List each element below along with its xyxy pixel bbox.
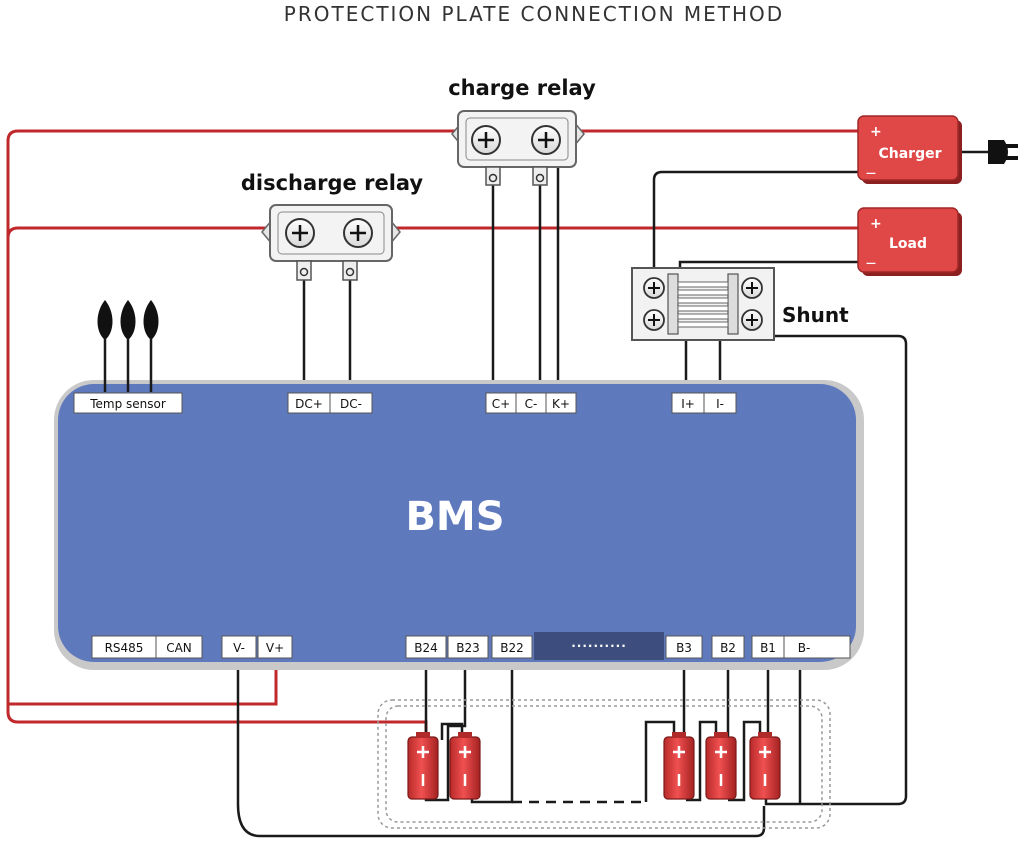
bms-top-pins: Temp sensor DC+ DC- C+ C- K+ I+ I-: [73, 392, 737, 414]
temp-sensor-probe: [143, 300, 159, 392]
v-minus-pin-box: [221, 635, 257, 659]
battery-cell: [749, 732, 781, 800]
temp-sensors: [97, 300, 159, 392]
c-plus-pin: C+: [492, 397, 510, 411]
temp-sensor-probe: [120, 300, 136, 392]
charger-minus-sign: —: [866, 168, 876, 179]
b3-pin-box: [665, 635, 703, 659]
temp-sensor-pin: Temp sensor: [89, 397, 166, 411]
dc-plus-pin: DC+: [295, 397, 323, 411]
load: + Load —: [857, 207, 962, 276]
b-minus-pin-box: [783, 635, 851, 659]
dots-pin-box: [534, 632, 664, 660]
i-plus-pin: I+: [681, 397, 695, 411]
power-plug-icon: [988, 140, 1018, 164]
battery-pack-outline-outer: [377, 699, 831, 829]
shunt-terminal: [643, 309, 665, 331]
b3-pin: B3: [676, 641, 692, 655]
battery-cell: [705, 732, 737, 800]
bms-bottom-pins: RS485 CAN V- V+ B24 B23 B22 ·········· B…: [91, 632, 851, 660]
dc-minus-pin-box: [329, 392, 373, 414]
b22-pin-box: [491, 635, 533, 659]
charger-label: Charger: [878, 146, 941, 162]
red-wires: [6, 129, 862, 740]
discharge-left-wire: [6, 226, 276, 239]
charge-positive-wire: [6, 129, 462, 740]
bms-label: BMS: [405, 494, 504, 540]
load-minus-sign: —: [866, 258, 876, 269]
diagram-title: PROTECTION PLATE CONNECTION METHOD: [284, 2, 784, 26]
series-link-4: [728, 720, 762, 802]
b22-pin: B22: [500, 641, 524, 655]
b24-pin: B24: [414, 641, 438, 655]
can-pin: CAN: [166, 641, 192, 655]
i-minus-pin-box: [703, 392, 737, 414]
shunt-label: Shunt: [782, 303, 849, 327]
battery-cells: [407, 732, 781, 800]
charger-negative-wire: [652, 170, 862, 285]
i-minus-pin: I-: [716, 397, 724, 411]
charge-relay-label: charge relay: [448, 76, 596, 100]
charge-relay: charge relay: [448, 76, 596, 186]
series-link-2: [644, 720, 676, 802]
load-plus-sign: +: [870, 216, 882, 232]
load-body: [857, 207, 959, 273]
shunt-resistor-bars: [677, 281, 729, 328]
load-label: Load: [889, 236, 927, 252]
battery-cell: [449, 732, 481, 800]
battery-pack-outline-inner: [385, 705, 823, 823]
can-pin-box: [155, 635, 203, 659]
discharge-relay-label: discharge relay: [241, 171, 424, 195]
k-plus-pin: K+: [552, 397, 570, 411]
rs485-pin: RS485: [105, 641, 144, 655]
charge-relay-terminal-right: [531, 125, 561, 155]
charger: + Charger —: [857, 115, 962, 184]
charger-body: [857, 115, 959, 181]
c-minus-pin: C-: [525, 397, 538, 411]
dc-minus-pin: DC-: [340, 397, 362, 411]
shunt-to-battery-negative-wire: [764, 334, 908, 806]
v-plus-pin: V+: [266, 641, 284, 655]
bms-board-body: [58, 384, 856, 662]
series-link-3: [686, 720, 718, 802]
v-plus-pin-box: [257, 635, 293, 659]
b23-pin: B23: [456, 641, 480, 655]
discharge-relay: discharge relay: [241, 171, 424, 281]
temp-sensor-pin-box: [73, 392, 183, 414]
b23-pin-box: [447, 635, 489, 659]
b2-pin-box: [711, 635, 745, 659]
battery-cell: [663, 732, 695, 800]
bms-board: BMS: [54, 380, 864, 670]
charge-relay-terminal-left: [471, 125, 501, 155]
b2-pin: B2: [720, 641, 736, 655]
v-plus-wire: [8, 656, 278, 706]
charger-plus-sign: +: [870, 124, 882, 140]
shunt: Shunt: [631, 267, 849, 341]
shunt-terminal: [643, 277, 665, 299]
b1-pin: B1: [760, 641, 776, 655]
omitted-pins: ··········: [571, 639, 627, 653]
shunt-terminal: [741, 277, 763, 299]
k-plus-pin-box: [545, 392, 577, 414]
b24-pin-box: [405, 635, 447, 659]
temp-sensor-probe: [97, 300, 113, 392]
discharge-relay-terminal-right: [343, 218, 373, 248]
b-minus-pin: B-: [798, 641, 811, 655]
v-minus-pin: V-: [233, 641, 245, 655]
discharge-relay-terminal-left: [285, 218, 315, 248]
v-minus-wire: [236, 656, 766, 838]
battery-cell: [407, 732, 439, 800]
shunt-terminal: [741, 309, 763, 331]
